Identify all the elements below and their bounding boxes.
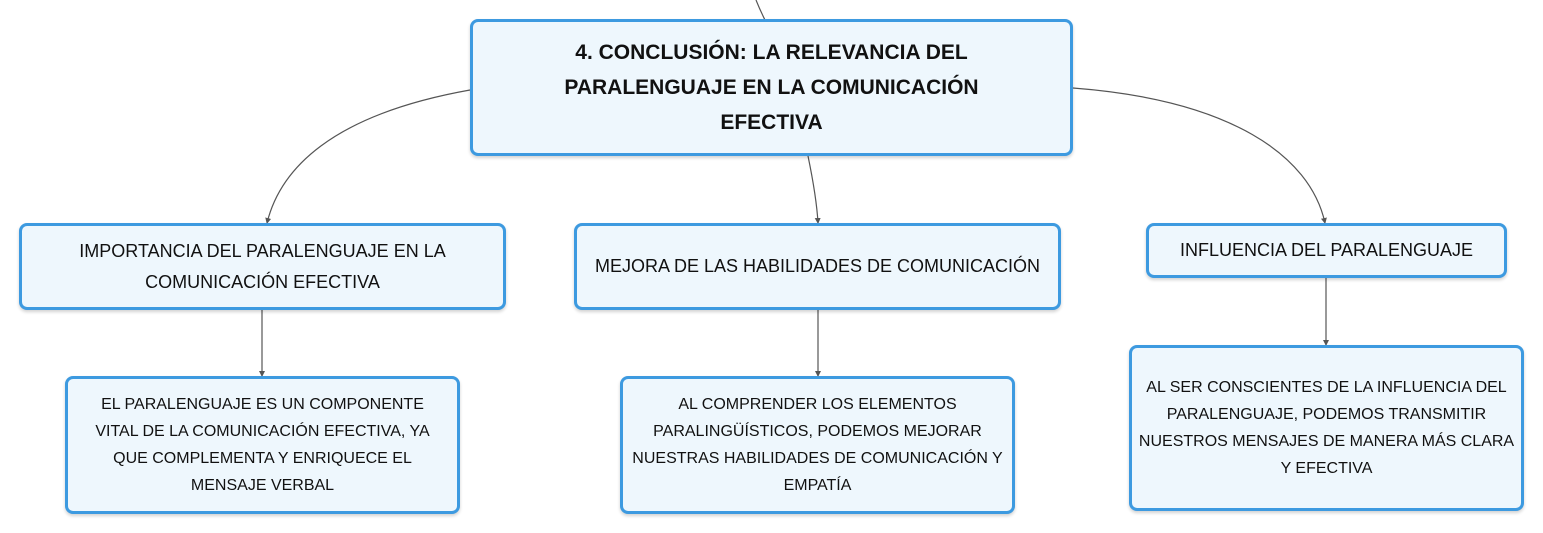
root-node-label: 4. CONCLUSIÓN: LA RELEVANCIA DEL PARALEN…	[564, 41, 979, 134]
detail-node-influencia[interactable]: AL SER CONSCIENTES DE LA INFLUENCIA DEL …	[1129, 345, 1524, 511]
detail-node-text: AL COMPRENDER LOS ELEMENTOS PARALINGÜÍST…	[632, 396, 1003, 494]
branch-node-influencia[interactable]: INFLUENCIA DEL PARALENGUAJE	[1146, 223, 1507, 278]
detail-node-importancia[interactable]: EL PARALENGUAJE ES UN COMPONENTE VITAL D…	[65, 376, 460, 514]
detail-node-text: EL PARALENGUAJE ES UN COMPONENTE VITAL D…	[95, 396, 430, 494]
branch-node-importancia[interactable]: IMPORTANCIA DEL PARALENGUAJE EN LA COMUN…	[19, 223, 506, 310]
connector-root-to-branch-1	[265, 89, 471, 224]
connector-root-to-branch-2	[807, 155, 821, 224]
branch-node-mejora[interactable]: MEJORA DE LAS HABILIDADES DE COMUNICACIÓ…	[574, 223, 1061, 310]
branch-node-label: INFLUENCIA DEL PARALENGUAJE	[1179, 240, 1474, 260]
detail-node-mejora[interactable]: AL COMPRENDER LOS ELEMENTOS PARALINGÜÍST…	[620, 376, 1015, 514]
connector-parent-to-root	[755, 0, 766, 21]
detail-node-text: AL SER CONSCIENTES DE LA INFLUENCIA DEL …	[1138, 379, 1515, 477]
branch-node-label: IMPORTANCIA DEL PARALENGUAJE EN LA COMUN…	[79, 240, 446, 292]
branch-node-label: MEJORA DE LAS HABILIDADES DE COMUNICACIÓ…	[594, 256, 1041, 276]
connector-root-to-branch-3	[1072, 87, 1327, 224]
root-node[interactable]: 4. CONCLUSIÓN: LA RELEVANCIA DEL PARALEN…	[470, 19, 1073, 156]
